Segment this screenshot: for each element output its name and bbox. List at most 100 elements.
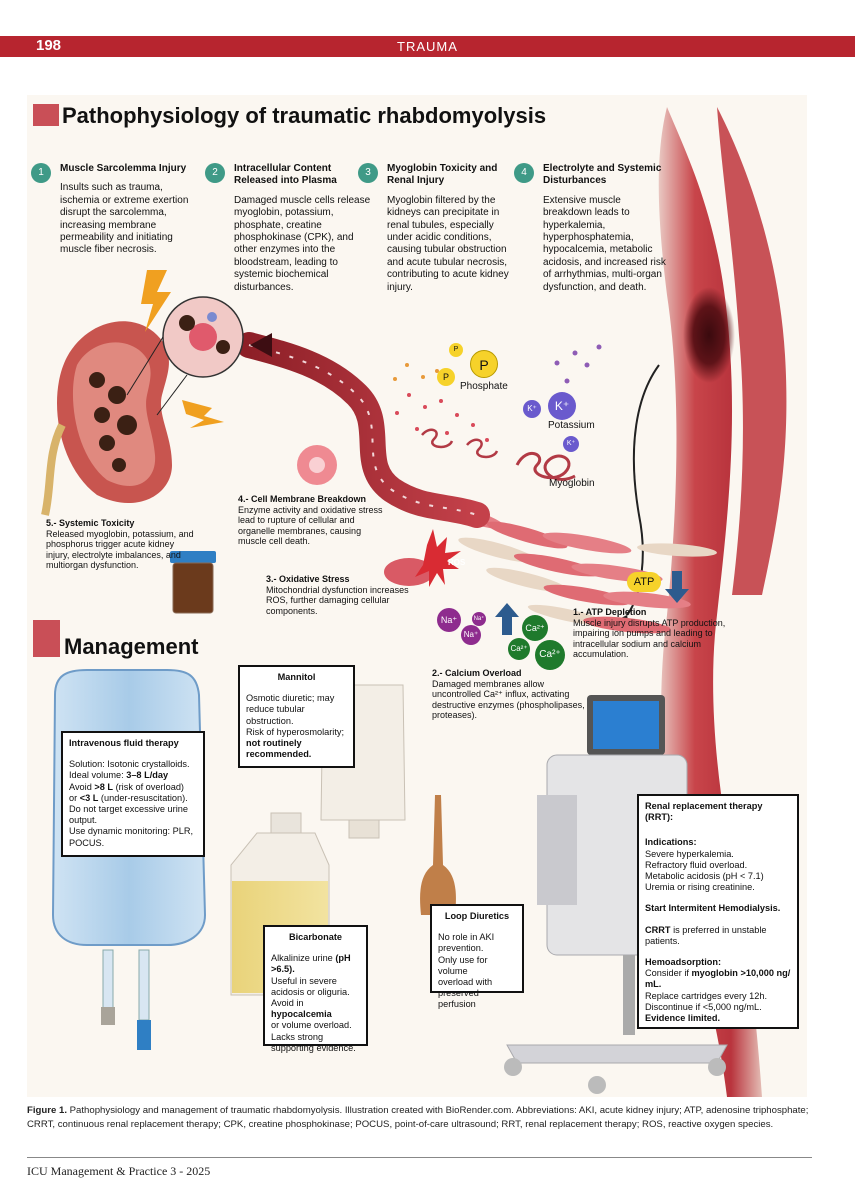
sodium-ion: Na⁺ [437,608,461,632]
mannitol-box: Mannitol Osmotic diuretic; may reduce tu… [238,665,355,768]
step-title: Intracellular Content Released into Plas… [234,163,337,187]
label-body: Mitochondrial dysfunction increases ROS,… [266,584,409,616]
hemoadsorption-line: Consider if myoglobin >10,000 ng/ [645,968,791,979]
start-hemodialysis: Start Intermitent Hemodialysis. [645,903,781,914]
box-line: overload with [438,977,493,988]
hemoadsorption-line: mL. [645,979,662,990]
management-marker [33,620,60,657]
box-line: Ideal volume: 3–8 L/day [69,770,169,781]
caption-text: Pathophysiology and management of trauma… [27,1105,809,1130]
box-line: Useful in severe [271,975,337,986]
box-line: obstruction. [246,715,294,726]
lightning-icon [141,270,171,332]
urine-jar [170,551,216,614]
iv-bag [51,669,207,1050]
phosphate-label: Phosphate [460,381,508,392]
evidence-note: Evidence limited. [645,1013,721,1024]
journal-footer: ICU Management & Practice 3 - 2025 [27,1164,211,1178]
step-number: 3 [358,163,378,183]
phosphate-ion-small: P [449,343,463,357]
label-body: Damaged membranes allow uncontrolled Ca²… [432,678,585,721]
ampoule [420,795,456,915]
muscle-injury-wound [683,287,735,383]
label-body: Enzyme activity and oxidative stress lea… [238,504,383,547]
box-line: reduce tubular [246,704,305,715]
caption-label: Figure 1. [27,1105,67,1116]
label-title: 1.- ATP Depletion [573,607,647,617]
step-body: Damaged muscle cells release myoglobin, … [234,194,371,293]
phosphate-ion: P [437,368,455,386]
potassium-label: Potassium [548,420,595,431]
myoglobin-label: Myoglobin [549,478,595,489]
box-line: recommended. [246,749,312,760]
atp-depletion-label: 1.- ATP Depletion Muscle injury disrupts… [573,607,733,660]
systemic-toxicity-label: 5.- Systemic Toxicity Released myoglobin… [46,518,196,571]
loop-diuretics-box: Loop Diuretics No role in AKI prevention… [430,904,524,1009]
figure-caption: Figure 1. Pathophysiology and management… [27,1104,817,1131]
crrt-note: CRRT is preferred in unstable [645,924,767,935]
hemoadsorption-title: Hemoadsorption: [645,957,722,968]
management-title: Management [64,634,199,659]
step-body: Myoglobin filtered by the kidneys can pr… [387,194,509,293]
box-line: or volume overload. [271,1020,352,1031]
step-number: 1 [31,163,51,183]
step-number: 4 [514,163,534,183]
bicarbonate-box: Bicarbonate Alkalinize urine (pH >6.5). … [263,925,368,1053]
box-line: Risk of hyperosmolarity; [246,726,345,737]
calcium-ion: Ca²⁺ [522,615,548,641]
box-title: Loop Diuretics [444,911,510,921]
box-title: Renal replacement therapy (RRT): [645,801,763,823]
step-3: 3 Myoglobin Toxicity and Renal Injury My… [358,163,517,294]
page-number: 198 [36,37,62,54]
increase-arrow-icon [495,603,519,635]
box-line: No role in AKI [438,932,495,943]
hemoadsorption-line: Replace cartridges every 12h. [645,990,768,1001]
box-line: Osmotic diuretic; may [246,693,335,704]
box-line: or <3 L (under-resuscitation). [69,792,188,803]
step-4: 4 Electrolyte and Systemic Disturbances … [514,163,668,294]
box-line: >6.5). [271,964,295,975]
label-title: 4.- Cell Membrane Breakdown [238,494,367,504]
calcium-overload-label: 2.- Calcium Overload Damaged membranes a… [432,668,592,721]
box-title: Mannitol [277,672,316,682]
step-title: Muscle Sarcolemma Injury [60,163,187,174]
box-line: supporting evidence. [271,1042,356,1053]
box-line: acidosis or oliguria. [271,986,350,997]
hemoadsorption-line: Discontinue if <5,000 ng/mL. [645,1001,762,1012]
label-title: 3.- Oxidative Stress [266,574,350,584]
header-bar: 198 TRAUMA [0,36,855,57]
footer-rule [27,1157,812,1158]
step-body: Extensive muscle breakdown leads to hype… [543,194,666,293]
membrane-breakdown-label: 4.- Cell Membrane Breakdown Enzyme activ… [238,494,388,547]
label-title: 2.- Calcium Overload [432,668,522,678]
step-title: Electrolyte and Systemic Disturbances [543,163,662,187]
box-line: Alkalinize urine (pH [271,953,351,964]
section-title: TRAUMA [397,39,458,54]
indication-item: Refractory fluid overload. [645,859,748,870]
sodium-ion-mid: Na⁺ [461,625,481,645]
atp-label: ATP [627,572,661,592]
phosphate-ion-large: P [470,350,498,378]
step-title: Myoglobin Toxicity and Renal Injury [387,163,498,187]
step-1: 1 Muscle Sarcolemma Injury Insults such … [31,163,200,257]
label-title: 5.- Systemic Toxicity [46,518,135,528]
ros-burst [415,529,461,587]
potassium-ion-large: K⁺ [548,392,576,420]
indication-item: Uremia or rising creatinine. [645,882,755,893]
box-title: Bicarbonate [288,932,343,942]
box-line: output. [69,815,98,826]
box-line: POCUS. [69,837,105,848]
box-line: Only use for volume [438,954,488,976]
box-line: not routinely [246,738,302,749]
box-line: Avoid in hypocalcemia [271,998,332,1020]
label-body: Released myoglobin, potassium, and phosp… [46,528,194,571]
step-body: Insults such as trauma, ischemia or extr… [60,182,189,256]
myoglobin-icon [515,452,576,481]
indications-title: Indications: [645,837,697,848]
calcium-ion-small: Ca²⁺ [508,638,530,660]
box-line: Do not target excessive urine [69,804,188,815]
oxidative-stress-label: 3.- Oxidative Stress Mitochondrial dysfu… [266,574,416,616]
box-line: preserved perfusion [438,988,479,1010]
rrt-box: Renal replacement therapy (RRT): Indicat… [637,794,799,1029]
box-line: Lacks strong [271,1031,324,1042]
